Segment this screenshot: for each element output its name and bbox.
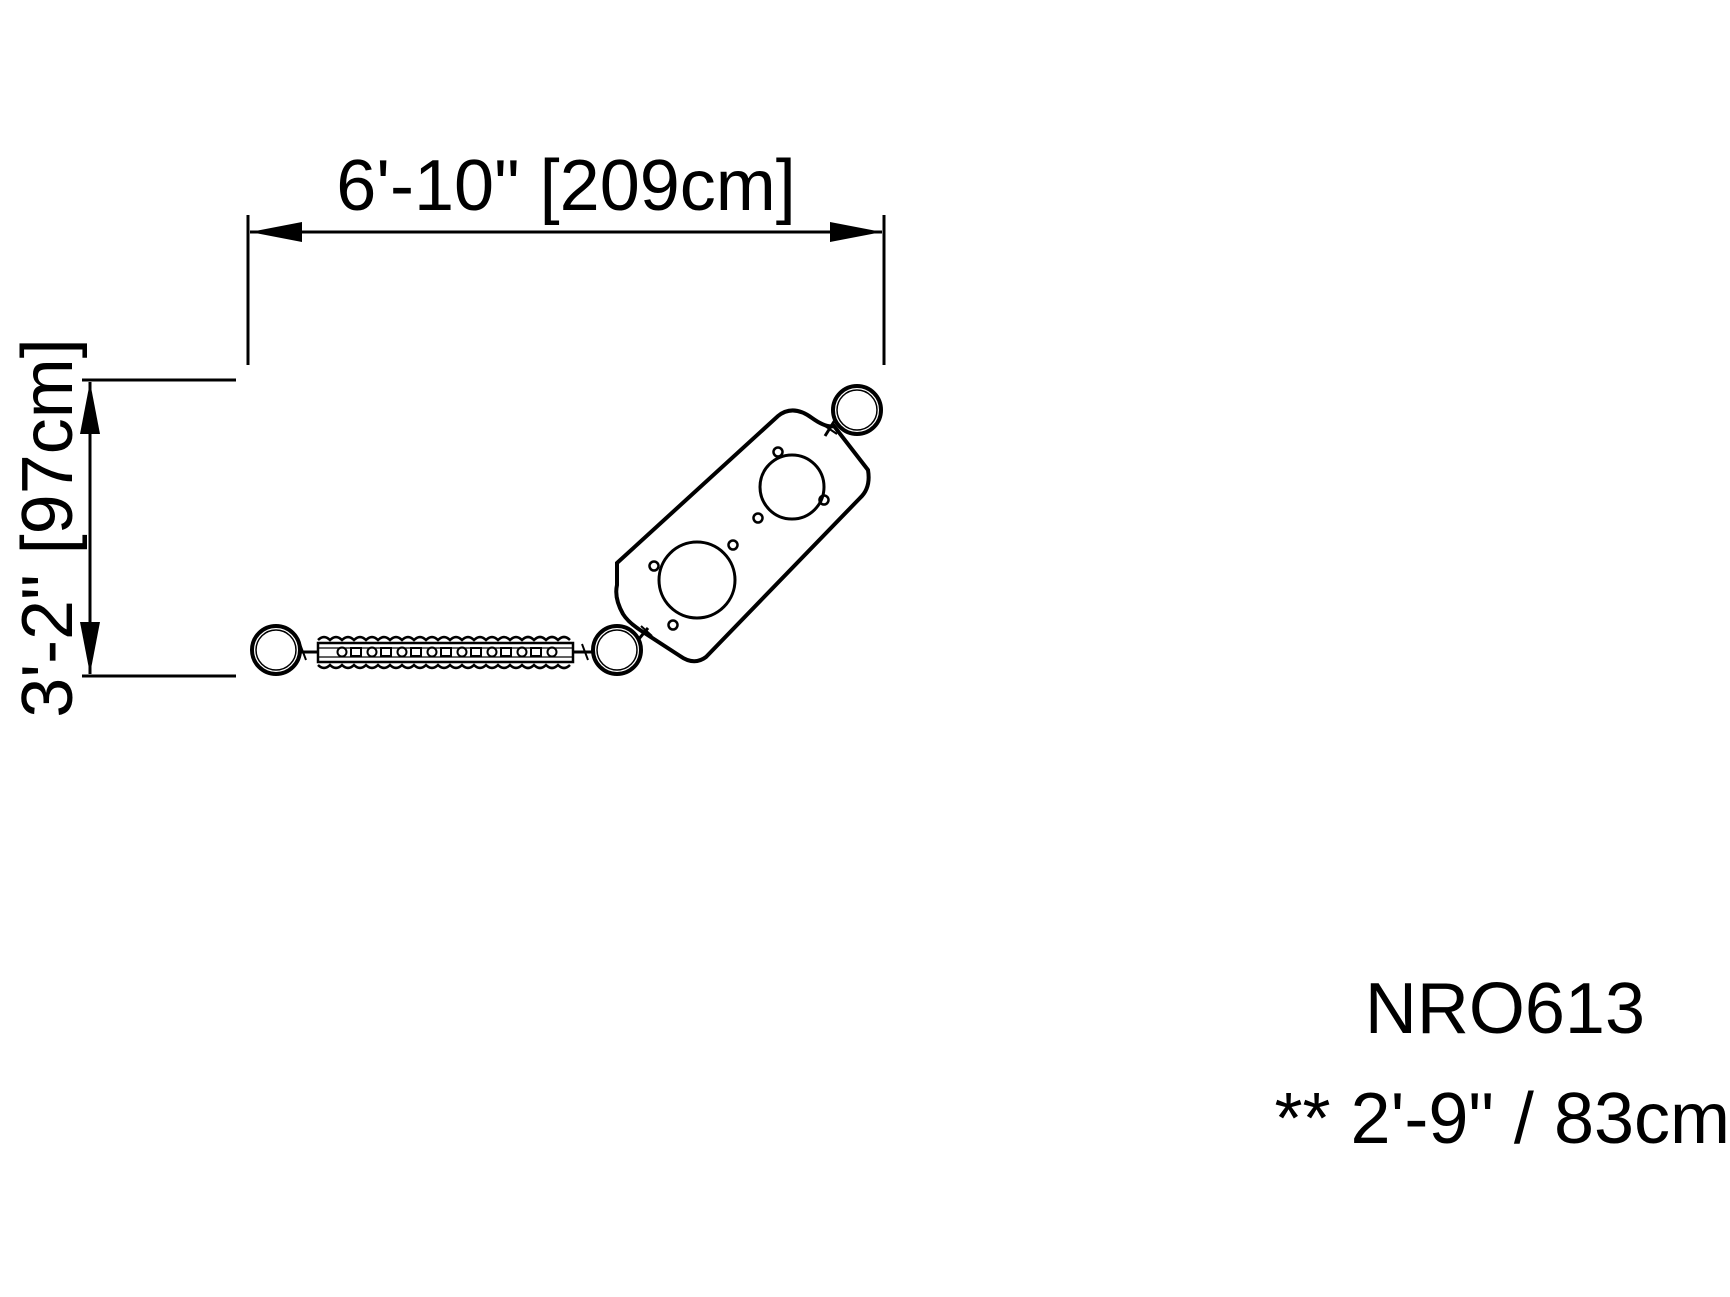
width-arrow-right <box>830 222 882 242</box>
left-post <box>250 624 302 676</box>
panel-bolts <box>648 446 830 631</box>
climber-holes <box>336 646 558 658</box>
depth-arrow-top <box>80 382 100 434</box>
depth-dimension-label: 3'-2" [97cm] <box>8 338 88 717</box>
height-note: ** 2'-9" / 83cm <box>1274 1079 1730 1159</box>
middle-post <box>591 624 643 676</box>
model-code: NRO613 <box>1364 969 1645 1049</box>
panel-small-hole <box>758 453 826 521</box>
depth-arrow-bottom <box>80 622 100 674</box>
depth-dimension: 3'-2" [97cm] <box>8 338 236 718</box>
panel-large-hole <box>657 540 737 620</box>
width-dimension: 6'-10" [209cm] <box>246 146 886 365</box>
width-arrow-left <box>250 222 302 242</box>
climber-panel <box>316 635 575 670</box>
top-post <box>831 384 883 436</box>
activity-panel <box>614 408 871 664</box>
post-clamps <box>299 419 838 661</box>
width-dimension-label: 6'-10" [209cm] <box>336 146 796 226</box>
